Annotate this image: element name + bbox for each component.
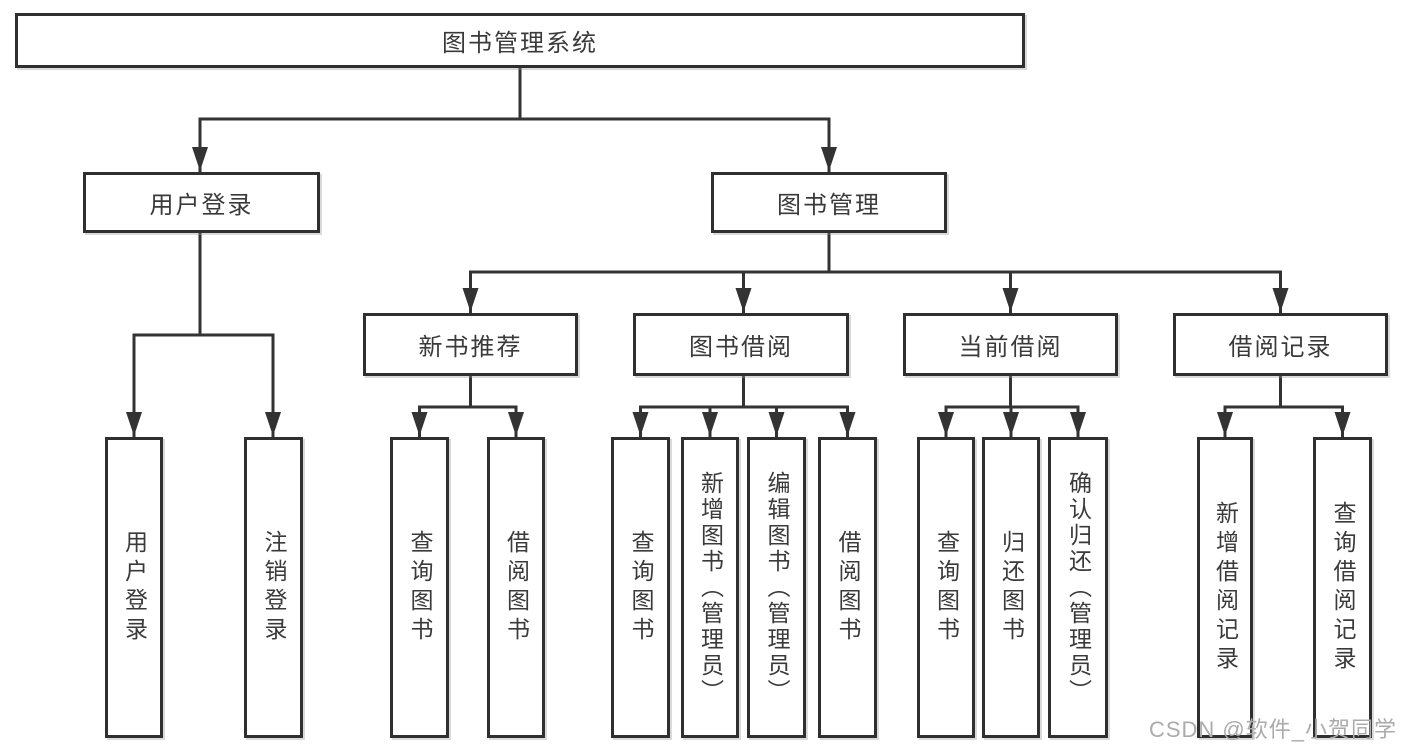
leaf-label: 查询图书	[407, 529, 433, 646]
node-label: 图书借阅	[689, 334, 793, 361]
leaf-user-login: 用户登录	[105, 437, 163, 738]
leaf-borrow-books-recommend: 借阅图书	[487, 437, 545, 738]
node-book-management: 图书管理	[711, 172, 947, 233]
csdn-watermark: CSDN @软件_小贺同学	[1148, 717, 1397, 742]
node-book-borrow: 图书借阅	[633, 313, 849, 376]
node-user-login: 用户登录	[83, 172, 320, 233]
leaf-add-book-admin: 新增图书（管理员）	[681, 437, 739, 738]
node-current-borrow: 当前借阅	[903, 313, 1118, 376]
node-new-book-recommend: 新书推荐	[363, 313, 578, 376]
leaf-query-books-borrow: 查询图书	[611, 437, 670, 738]
leaf-label: 新增借阅记录	[1212, 500, 1239, 675]
leaf-return-books: 归还图书	[982, 437, 1040, 738]
node-label: 用户登录	[149, 192, 254, 219]
leaf-add-borrow-record: 新增借阅记录	[1197, 437, 1253, 738]
leaf-label: 查询借阅记录	[1330, 500, 1356, 675]
node-label: 当前借阅	[958, 334, 1063, 361]
leaf-label: 新增图书（管理员）	[697, 470, 724, 705]
leaf-label: 借阅图书	[503, 529, 530, 646]
node-library-management-system: 图书管理系统	[15, 13, 1025, 68]
leaf-logout: 注销登录	[244, 437, 303, 738]
node-label: 图书管理	[777, 192, 881, 219]
leaf-label: 归还图书	[998, 529, 1025, 646]
node-label: 借阅记录	[1228, 334, 1333, 361]
leaf-query-borrow-record: 查询借阅记录	[1313, 437, 1372, 738]
node-label: 图书管理系统	[442, 30, 598, 57]
leaf-edit-book-admin: 编辑图书（管理员）	[747, 437, 806, 738]
node-borrow-records: 借阅记录	[1173, 313, 1388, 376]
leaf-label: 用户登录	[121, 529, 148, 646]
leaf-borrow-books: 借阅图书	[818, 437, 877, 738]
leaf-confirm-return-admin: 确认归还（管理员）	[1048, 437, 1108, 738]
leaf-label: 查询图书	[628, 529, 654, 646]
leaf-label: 注销登录	[261, 529, 287, 646]
leaf-label: 确认归还（管理员）	[1065, 470, 1092, 705]
leaf-label: 借阅图书	[835, 529, 861, 646]
node-label: 新书推荐	[418, 334, 523, 361]
leaf-label: 编辑图书（管理员）	[764, 470, 790, 705]
leaf-query-books-recommend: 查询图书	[390, 437, 449, 738]
leaf-query-books-current: 查询图书	[917, 437, 975, 738]
leaf-label: 查询图书	[933, 529, 960, 646]
